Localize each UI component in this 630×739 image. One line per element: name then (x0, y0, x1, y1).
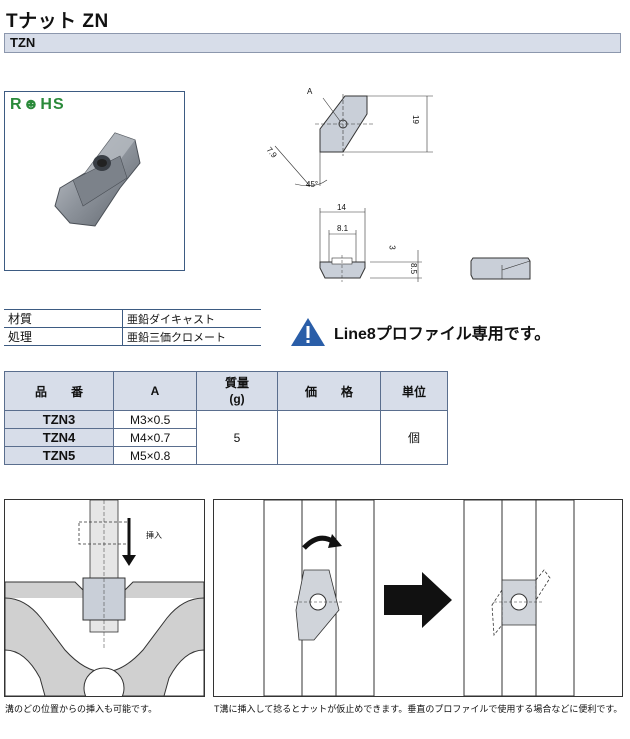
mass-value: 5 (196, 410, 278, 465)
insert-label: 挿入 (146, 531, 162, 540)
warning-icon (291, 318, 325, 346)
unit-value: 個 (380, 410, 448, 465)
dim-3-label: 3 (387, 245, 397, 250)
thread-size: M5×0.8 (113, 446, 197, 465)
col-header-mass: 質量 (g) (196, 371, 278, 411)
price-value (277, 410, 381, 465)
spec-row: 材質 亜鉛ダイキャスト (4, 309, 261, 328)
rotation-figure (263, 500, 575, 696)
thread-size: M3×0.5 (113, 410, 197, 429)
side-view-drawing (470, 257, 531, 280)
col-header-a: A (113, 371, 197, 411)
part-number: TZN4 (4, 428, 114, 447)
col-header-part-no: 品 番 (4, 371, 114, 411)
notice: Line8プロファイル専用です。 (290, 317, 550, 347)
product-photo (54, 132, 141, 227)
part-number: TZN3 (4, 410, 114, 429)
col-header-unit: 単位 (380, 371, 448, 411)
notice-text: Line8プロファイル専用です。 (334, 326, 551, 343)
part-number: TZN5 (4, 446, 114, 465)
rotation-figure-frame (213, 499, 623, 697)
thread-size: M4×0.7 (113, 428, 197, 447)
spec-value: 亜鉛三価クロメート (122, 327, 261, 346)
dim-8-5-label: 8.5 (409, 262, 419, 275)
front-view-drawing (319, 208, 422, 282)
insertion-figure (5, 500, 204, 696)
spec-key: 材質 (4, 309, 123, 328)
table-row: TZN5 M5×0.8 (4, 446, 448, 465)
table-row: TZN3 M3×0.5 5 個 (4, 410, 448, 465)
series-code-bar: TZN (4, 33, 621, 53)
dim-45deg-label: 45° (306, 180, 319, 189)
dim-a-label: A (307, 87, 313, 96)
spec-value: 亜鉛ダイキャスト (122, 309, 261, 328)
top-view-drawing (274, 94, 433, 187)
product-photo-frame (4, 91, 185, 271)
rohs-badge: R☻HS (10, 96, 65, 113)
spec-key: 処理 (4, 327, 123, 346)
dim-8-1-label: 8.1 (337, 224, 349, 233)
dim-14-label: 14 (337, 203, 346, 212)
parts-table: 品 番 A 質量 (g) 価 格 単位 TZN3 M3×0.5 5 個 TZN4… (4, 371, 448, 465)
spec-table: 材質 亜鉛ダイキャスト 処理 亜鉛三価クロメート (4, 309, 261, 346)
page-title: Tナット ZN (6, 11, 109, 32)
dim-19-label: 19 (410, 115, 420, 124)
spec-row: 処理 亜鉛三価クロメート (4, 327, 261, 346)
col-header-price: 価 格 (277, 371, 381, 411)
caption-left: 溝のどの位置からの挿入も可能です。 (5, 704, 158, 714)
caption-right: T溝に挿入して捻るとナットが仮止めできます。垂直のプロファイルで使用する場合など… (214, 704, 623, 714)
